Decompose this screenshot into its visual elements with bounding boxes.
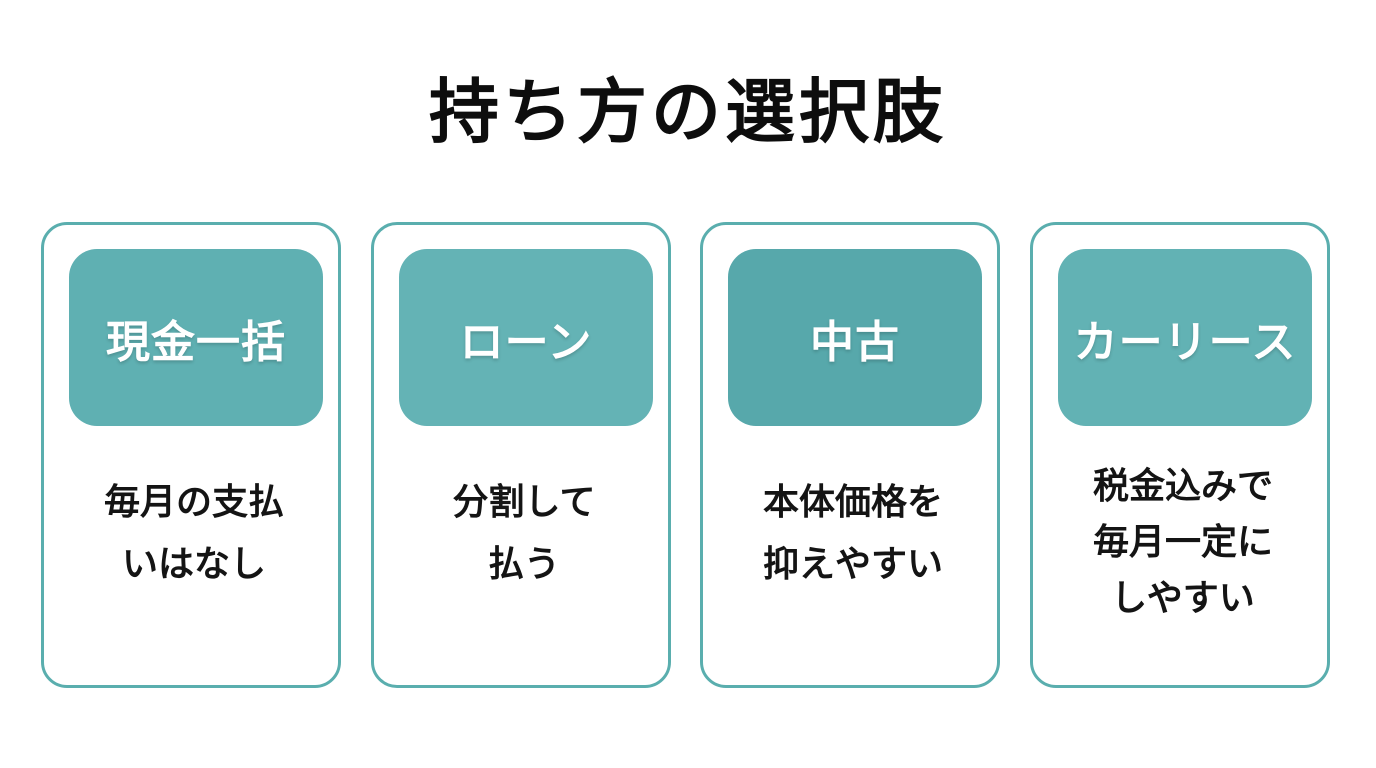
option-card-label: カーリース	[1058, 249, 1312, 426]
option-card-cash: 現金一括 毎月の支払 いはなし	[41, 222, 341, 688]
option-card-description: 税金込みで 毎月一定に しやすい	[1043, 459, 1323, 627]
option-card-used: 中古 本体価格を 抑えやすい	[700, 222, 1000, 688]
description-line: しやすい	[1111, 578, 1255, 619]
description-line: 本体価格を	[762, 482, 943, 523]
option-card-description: 毎月の支払 いはなし	[54, 472, 334, 596]
option-card-loan: ローン 分割して 払う	[371, 222, 671, 688]
option-card-label: 現金一括	[69, 249, 323, 426]
description-line: 毎月一定に	[1092, 522, 1273, 563]
description-line: 払う	[487, 544, 560, 585]
option-card-description: 分割して 払う	[384, 472, 664, 596]
option-card-label: ローン	[399, 249, 653, 426]
option-card-description: 本体価格を 抑えやすい	[713, 472, 993, 596]
description-line: 抑えやすい	[762, 544, 943, 585]
description-line: いはなし	[121, 544, 266, 585]
option-card-lease: カーリース 税金込みで 毎月一定に しやすい	[1030, 222, 1330, 688]
description-line: 毎月の支払	[103, 482, 284, 523]
option-card-label: 中古	[728, 249, 982, 426]
page-title: 持ち方の選択肢	[429, 71, 947, 153]
description-line: 税金込みで	[1092, 466, 1273, 507]
description-line: 分割して	[452, 482, 596, 523]
